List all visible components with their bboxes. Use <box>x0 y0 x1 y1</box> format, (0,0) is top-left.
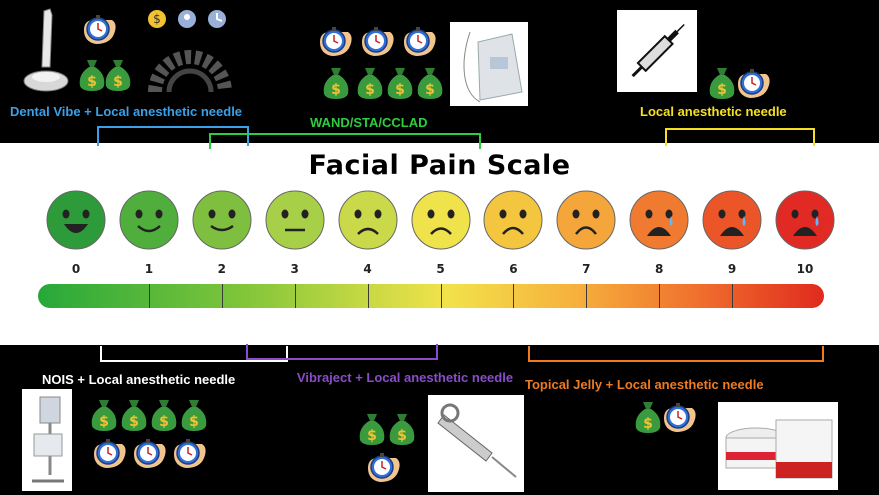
svg-text:$: $ <box>365 82 375 98</box>
scale-tick <box>294 284 296 308</box>
wand-device-image <box>450 22 528 106</box>
svg-text:$: $ <box>425 82 435 98</box>
scale-number-8: 8 <box>655 262 664 276</box>
money-bag-icon: $ <box>181 400 207 431</box>
topical-bracket <box>528 346 824 362</box>
money-bag-icon: $ <box>323 68 349 99</box>
money-bag-icon: $ <box>359 414 385 445</box>
money-bag-icon: $ <box>387 68 413 99</box>
svg-text:$: $ <box>99 414 109 430</box>
svg-text:$: $ <box>113 74 123 90</box>
money-bag-icon: $ <box>417 68 443 99</box>
money-bag-icon: $ <box>91 400 117 431</box>
scale-number-1: 1 <box>144 262 154 276</box>
syringe-icon <box>617 10 697 92</box>
scale-number-0: 0 <box>71 262 81 276</box>
svg-text:$: $ <box>367 428 377 444</box>
scale-tick <box>513 284 515 308</box>
nois-bracket <box>100 346 288 362</box>
money-bag-icon: $ <box>635 402 661 433</box>
stopwatch-hand-icon <box>738 69 770 98</box>
pain-face-2 <box>192 190 252 250</box>
scale-number-3: 3 <box>290 262 299 276</box>
money-bag-icon: $ <box>389 414 415 445</box>
scale-tick <box>440 284 442 308</box>
stopwatch-hand-icon <box>664 403 696 432</box>
scale-tick <box>221 284 223 308</box>
page-title: Facial Pain Scale <box>308 150 571 181</box>
scale-tick <box>659 284 661 308</box>
wand-bracket <box>209 133 481 149</box>
gear-icon <box>148 50 232 93</box>
svg-text:$: $ <box>397 428 407 444</box>
pain-face-4 <box>338 190 398 250</box>
stopwatch-hand-icon <box>320 27 352 56</box>
pain-gradient-bar <box>38 284 824 308</box>
dental-vibe-bracket <box>97 126 249 146</box>
dental-vibe-device-image <box>23 8 69 92</box>
stopwatch-hand-icon <box>368 453 400 482</box>
dollar-icon <box>148 10 166 28</box>
scale-number-2: 2 <box>217 262 226 276</box>
svg-text:$: $ <box>331 82 341 98</box>
topical-jelly-image <box>718 402 838 490</box>
dental-vibe-label: Dental Vibe + Local anesthetic needle <box>10 104 243 119</box>
local-needle-label: Local anesthetic needle <box>640 104 787 119</box>
svg-text:$: $ <box>717 82 727 98</box>
money-bag-icon: $ <box>121 400 147 431</box>
scale-number-6: 6 <box>509 262 518 276</box>
stopwatch-hand-icon <box>404 27 436 56</box>
pain-face-8 <box>629 190 689 250</box>
scale-tick <box>586 284 588 308</box>
stopwatch-hand-icon <box>134 439 166 468</box>
money-bag-icon: $ <box>105 60 131 91</box>
pain-face-9 <box>702 190 762 250</box>
wand-label: WAND/STA/CCLAD <box>310 115 428 130</box>
vibraject-device-image <box>428 395 524 492</box>
topical-label: Topical Jelly + Local anesthetic needle <box>525 377 764 392</box>
vibraject-label: Vibraject + Local anesthetic needle <box>296 370 514 385</box>
money-bag-icon: $ <box>79 60 105 91</box>
pain-face-6 <box>483 190 543 250</box>
scale-number-4: 4 <box>363 262 372 276</box>
svg-text:$: $ <box>643 416 653 432</box>
nois-label: NOIS + Local anesthetic needle <box>42 372 236 387</box>
money-bag-icon: $ <box>357 68 383 99</box>
scale-tick <box>148 284 150 308</box>
pain-face-3 <box>265 190 325 250</box>
money-bag-icon: $ <box>709 68 735 99</box>
pain-face-5 <box>411 190 470 250</box>
pain-face-0 <box>46 190 106 250</box>
pain-face-10 <box>775 190 835 250</box>
scale-tick <box>367 284 369 308</box>
stopwatch-hand-icon <box>362 27 394 56</box>
pain-face-1 <box>119 190 179 250</box>
scale-number-5: 5 <box>436 262 445 276</box>
stopwatch-hand-icon <box>84 15 116 44</box>
svg-text:$: $ <box>129 414 139 430</box>
scale-tick <box>732 284 734 308</box>
money-bag-icon: $ <box>151 400 177 431</box>
scale-number-10: 10 <box>796 262 814 276</box>
svg-text:$: $ <box>153 12 161 26</box>
local-needle-bracket <box>665 128 815 146</box>
svg-text:$: $ <box>87 74 97 90</box>
scale-number-7: 7 <box>582 262 591 276</box>
scale-number-9: 9 <box>727 262 737 276</box>
svg-text:$: $ <box>189 414 199 430</box>
pain-face-7 <box>556 190 616 250</box>
stopwatch-hand-icon <box>94 439 126 468</box>
vibraject-bracket <box>246 344 438 360</box>
nois-device-image <box>22 389 72 491</box>
cost-time-icons: $ <box>148 10 226 28</box>
stopwatch-hand-icon <box>174 439 206 468</box>
svg-text:$: $ <box>395 82 405 98</box>
svg-text:$: $ <box>159 414 169 430</box>
